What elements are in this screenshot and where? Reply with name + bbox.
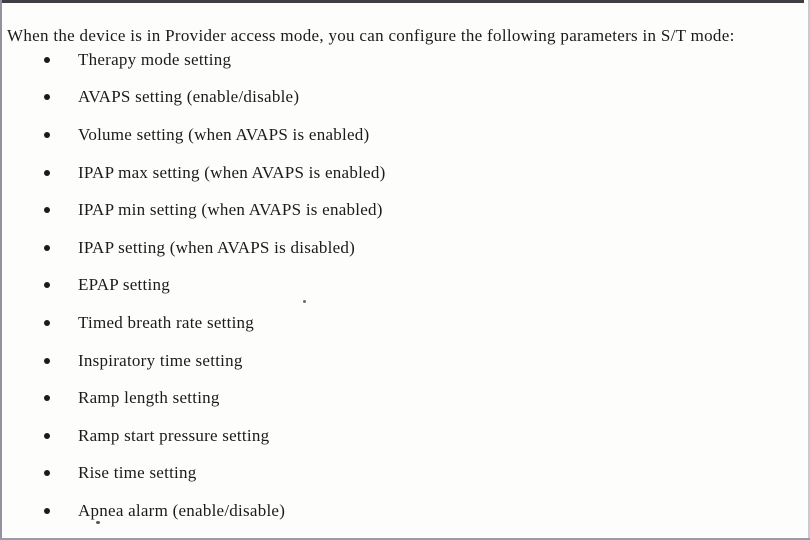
list-item-label: IPAP min setting (when AVAPS is enabled)	[78, 200, 383, 220]
list-item: Therapy mode setting	[0, 41, 780, 79]
list-item-label: EPAP setting	[78, 275, 170, 295]
list-item-label: IPAP setting (when AVAPS is disabled)	[78, 237, 356, 257]
scan-speck	[303, 300, 306, 303]
list-item-label: AVAPS setting (enable/disable)	[78, 87, 300, 107]
list-item-label: Rise time setting	[78, 463, 197, 483]
scan-border-top	[0, 0, 804, 3]
list-item: Rise time setting	[0, 455, 780, 493]
list-item: IPAP min setting (when AVAPS is enabled)	[0, 191, 780, 229]
bullet-icon	[44, 357, 50, 364]
bullet-icon	[44, 319, 50, 326]
bullet-icon	[44, 94, 50, 101]
list-item: IPAP max setting (when AVAPS is enabled)	[0, 154, 780, 192]
list-item: AVAPS setting (enable/disable)	[0, 79, 780, 117]
list-item: Timed breath rate setting	[0, 304, 780, 342]
scan-border-right	[808, 0, 810, 540]
bullet-icon	[44, 507, 50, 514]
list-item: Volume setting (when AVAPS is enabled)	[0, 116, 780, 154]
bullet-icon	[44, 244, 50, 251]
bullet-icon	[44, 282, 50, 289]
list-item: Ramp start pressure setting	[0, 417, 780, 455]
bullet-icon	[44, 470, 50, 477]
intro-paragraph: When the device is in Provider access mo…	[7, 26, 735, 45]
list-item: IPAP setting (when AVAPS is disabled)	[0, 229, 780, 267]
list-item: Apnea alarm (enable/disable)	[0, 492, 780, 530]
scan-speck	[96, 521, 100, 524]
bullet-icon	[44, 432, 50, 439]
list-item-label: Therapy mode setting	[78, 49, 232, 69]
list-item-label: Volume setting (when AVAPS is enabled)	[78, 124, 370, 144]
list-item-label: Ramp start pressure setting	[78, 425, 270, 445]
list-item: Inspiratory time setting	[0, 342, 780, 380]
list-item-label: Ramp length setting	[78, 388, 220, 408]
list-item-label: Timed breath rate setting	[78, 312, 255, 332]
list-item-label: Inspiratory time setting	[78, 350, 243, 370]
bullet-icon	[44, 395, 50, 402]
bullet-icon	[44, 56, 50, 63]
list-item: Ramp length setting	[0, 379, 780, 417]
list-item: EPAP setting	[0, 267, 780, 305]
scan-border-bottom	[0, 538, 810, 540]
bullet-icon	[44, 131, 50, 138]
list-item-label: IPAP max setting (when AVAPS is enabled)	[78, 162, 386, 182]
scan-border-left	[0, 0, 2, 540]
list-item-label: Apnea alarm (enable/disable)	[78, 500, 286, 520]
parameter-list: Therapy mode setting AVAPS setting (enab…	[0, 41, 780, 530]
bullet-icon	[44, 207, 50, 214]
bullet-icon	[44, 169, 50, 176]
